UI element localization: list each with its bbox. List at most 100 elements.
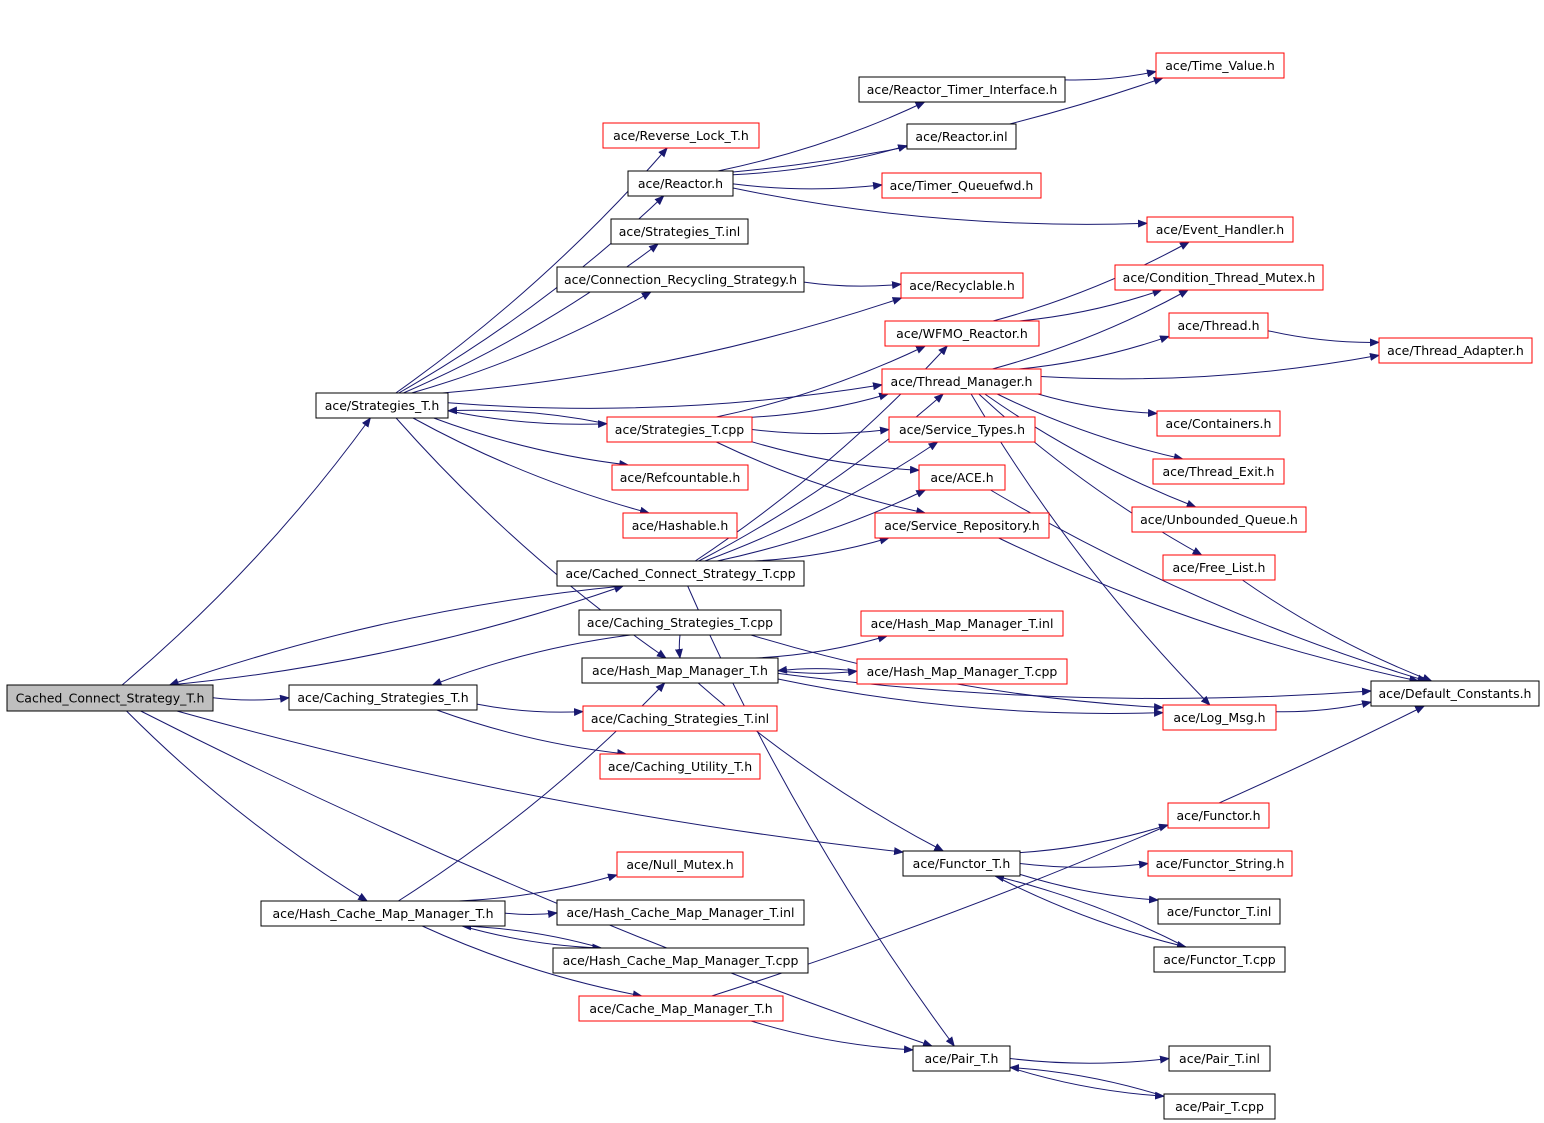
node-hashable[interactable]: ace/Hashable.h xyxy=(622,512,738,539)
node-cached-connect-cpp[interactable]: ace/Cached_Connect_Strategy_T.cpp xyxy=(556,560,805,587)
node-hash-map-manager-inl[interactable]: ace/Hash_Map_Manager_T.inl xyxy=(860,610,1064,637)
node-box xyxy=(912,1045,1011,1072)
edge-reactor_h-to-event_handler xyxy=(732,187,1148,228)
node-label: ace/Condition_Thread_Mutex.h xyxy=(1123,270,1316,285)
edge-reactor_h-to-reactor_inl xyxy=(732,144,908,176)
edge-caching_strategies_cpp-to-hash_map_manager_h xyxy=(674,634,683,659)
node-functor-t-h[interactable]: ace/Functor_T.h xyxy=(902,850,1021,877)
node-caching-strategies-h[interactable]: ace/Caching_Strategies_T.h xyxy=(288,684,478,711)
node-hash-cache-map-cpp[interactable]: ace/Hash_Cache_Map_Manager_T.cpp xyxy=(552,947,809,974)
node-label: ace/Event_Handler.h xyxy=(1156,222,1284,237)
node-functor-string[interactable]: ace/Functor_String.h xyxy=(1147,850,1293,877)
node-reverse-lock[interactable]: ace/Reverse_Lock_T.h xyxy=(602,122,760,149)
edge-thread_manager-to-condition_thread_mutex xyxy=(992,289,1189,370)
node-functor-t-inl[interactable]: ace/Functor_T.inl xyxy=(1157,898,1281,925)
node-box xyxy=(582,705,778,732)
node-box xyxy=(1114,264,1324,291)
node-box xyxy=(888,416,1036,443)
edge-hash_cache_map_h-to-cache_map_manager xyxy=(421,925,643,999)
node-pair-t-inl[interactable]: ace/Pair_T.inl xyxy=(1168,1045,1271,1072)
node-label: ace/Functor_T.inl xyxy=(1167,904,1272,919)
edge-strategies_cpp-to-service_repository xyxy=(716,441,927,516)
node-box xyxy=(1162,554,1276,581)
node-wfmo-reactor[interactable]: ace/WFMO_Reactor.h xyxy=(884,320,1040,347)
node-label: ace/Thread_Adapter.h xyxy=(1387,343,1524,358)
node-functor-h[interactable]: ace/Functor.h xyxy=(1167,802,1270,829)
node-label: ace/Pair_T.cpp xyxy=(1175,1099,1264,1114)
node-label: ace/Hash_Map_Manager_T.h xyxy=(592,663,768,678)
node-label: ace/Time_Value.h xyxy=(1165,58,1275,73)
node-refcountable[interactable]: ace/Refcountable.h xyxy=(611,464,749,491)
node-pair-t-h[interactable]: ace/Pair_T.h xyxy=(912,1045,1011,1072)
node-hash-map-manager-cpp[interactable]: ace/Hash_Map_Manager_T.cpp xyxy=(856,658,1068,685)
edge-cached_connect_cpp-to-ace_h xyxy=(717,489,927,562)
node-free-list[interactable]: ace/Free_List.h xyxy=(1162,554,1276,581)
node-condition-thread-mutex[interactable]: ace/Condition_Thread_Mutex.h xyxy=(1114,264,1324,291)
node-caching-utility[interactable]: ace/Caching_Utility_T.h xyxy=(599,753,761,780)
node-timer-queuefwd[interactable]: ace/Timer_Queuefwd.h xyxy=(881,172,1042,199)
node-ace-h[interactable]: ace/ACE.h xyxy=(918,464,1006,491)
node-box xyxy=(1162,704,1277,731)
edge-root-to-functor_t_h xyxy=(176,710,904,856)
node-log-msg[interactable]: ace/Log_Msg.h xyxy=(1162,704,1277,731)
node-label: ace/Service_Repository.h xyxy=(884,518,1039,533)
node-thread-manager[interactable]: ace/Thread_Manager.h xyxy=(881,368,1042,395)
node-hash-map-manager-h[interactable]: ace/Hash_Map_Manager_T.h xyxy=(581,657,779,684)
node-caching-strategies-cpp[interactable]: ace/Caching_Strategies_T.cpp xyxy=(578,609,782,636)
node-thread-h[interactable]: ace/Thread.h xyxy=(1168,312,1269,339)
node-label: ace/Strategies_T.cpp xyxy=(615,422,744,437)
node-null-mutex[interactable]: ace/Null_Mutex.h xyxy=(616,851,744,878)
node-box xyxy=(858,76,1066,103)
edge-caching_strategies_h-to-caching_strategies_inl xyxy=(476,703,584,717)
node-recyclable[interactable]: ace/Recyclable.h xyxy=(900,272,1024,299)
node-strategies-inl[interactable]: ace/Strategies_T.inl xyxy=(610,218,749,245)
edge-hash_cache_map_h-to-hash_cache_map_cpp xyxy=(461,925,603,952)
node-hash-cache-map-inl[interactable]: ace/Hash_Cache_Map_Manager_T.inl xyxy=(556,899,805,926)
node-pair-t-cpp[interactable]: ace/Pair_T.cpp xyxy=(1163,1093,1276,1120)
node-box xyxy=(1147,850,1293,877)
edge-root-to-pair_t_h xyxy=(140,710,933,1047)
node-box xyxy=(1163,1093,1276,1120)
node-thread-exit[interactable]: ace/Thread_Exit.h xyxy=(1152,458,1285,485)
node-label: ace/Cache_Map_Manager_T.h xyxy=(589,1001,772,1016)
node-reactor-inl[interactable]: ace/Reactor.inl xyxy=(906,123,1017,150)
node-conn-recycling[interactable]: ace/Connection_Recycling_Strategy.h xyxy=(556,266,805,293)
node-label: ace/WFMO_Reactor.h xyxy=(896,326,1028,341)
node-thread-adapter[interactable]: ace/Thread_Adapter.h xyxy=(1378,337,1533,364)
node-box xyxy=(881,368,1042,395)
node-cache-map-manager[interactable]: ace/Cache_Map_Manager_T.h xyxy=(578,995,784,1022)
node-box xyxy=(556,899,805,926)
node-service-repository[interactable]: ace/Service_Repository.h xyxy=(874,512,1050,539)
node-box xyxy=(874,512,1050,539)
node-functor-t-cpp[interactable]: ace/Functor_T.cpp xyxy=(1153,946,1286,973)
node-box xyxy=(602,122,760,149)
node-caching-strategies-inl[interactable]: ace/Caching_Strategies_T.inl xyxy=(582,705,778,732)
node-box xyxy=(611,464,749,491)
node-label: ace/Pair_T.h xyxy=(925,1051,999,1066)
node-box xyxy=(1146,216,1294,243)
node-containers[interactable]: ace/Containers.h xyxy=(1156,410,1281,437)
node-event-handler[interactable]: ace/Event_Handler.h xyxy=(1146,216,1294,243)
node-hash-cache-map-h[interactable]: ace/Hash_Cache_Map_Manager_T.h xyxy=(260,900,506,927)
node-reactor-timer[interactable]: ace/Reactor_Timer_Interface.h xyxy=(858,76,1066,103)
node-service-types[interactable]: ace/Service_Types.h xyxy=(888,416,1036,443)
node-label: ace/Reactor_Timer_Interface.h xyxy=(867,82,1058,97)
node-label: Cached_Connect_Strategy_T.h xyxy=(16,691,205,706)
edge-thread_manager-to-thread_h xyxy=(1018,335,1170,370)
node-time-value[interactable]: ace/Time_Value.h xyxy=(1155,52,1285,79)
edge-reactor_timer-to-time_value xyxy=(1064,69,1157,81)
edge-hash_map_manager_h-to-hash_map_manager_inl xyxy=(754,634,888,659)
node-box xyxy=(552,947,809,974)
node-label: ace/Caching_Strategies_T.inl xyxy=(591,711,769,726)
node-label: ace/Strategies_T.inl xyxy=(619,224,741,239)
node-unbounded-queue[interactable]: ace/Unbounded_Queue.h xyxy=(1131,506,1307,533)
edge-hash_cache_map_h-to-null_mutex xyxy=(458,873,618,902)
node-strategies-h[interactable]: ace/Strategies_T.h xyxy=(315,392,449,419)
edge-functor_t_cpp-to-functor_t_h xyxy=(994,874,1187,948)
node-strategies-cpp[interactable]: ace/Strategies_T.cpp xyxy=(606,416,753,443)
edge-thread_manager-to-thread_adapter xyxy=(1040,352,1380,380)
node-layer: Cached_Connect_Strategy_T.h ace/Strategie… xyxy=(6,52,1540,1120)
node-label: ace/Functor_T.cpp xyxy=(1163,952,1276,967)
node-reactor-h[interactable]: ace/Reactor.h xyxy=(627,170,734,197)
node-default-constants[interactable]: ace/Default_Constants.h xyxy=(1370,680,1540,707)
